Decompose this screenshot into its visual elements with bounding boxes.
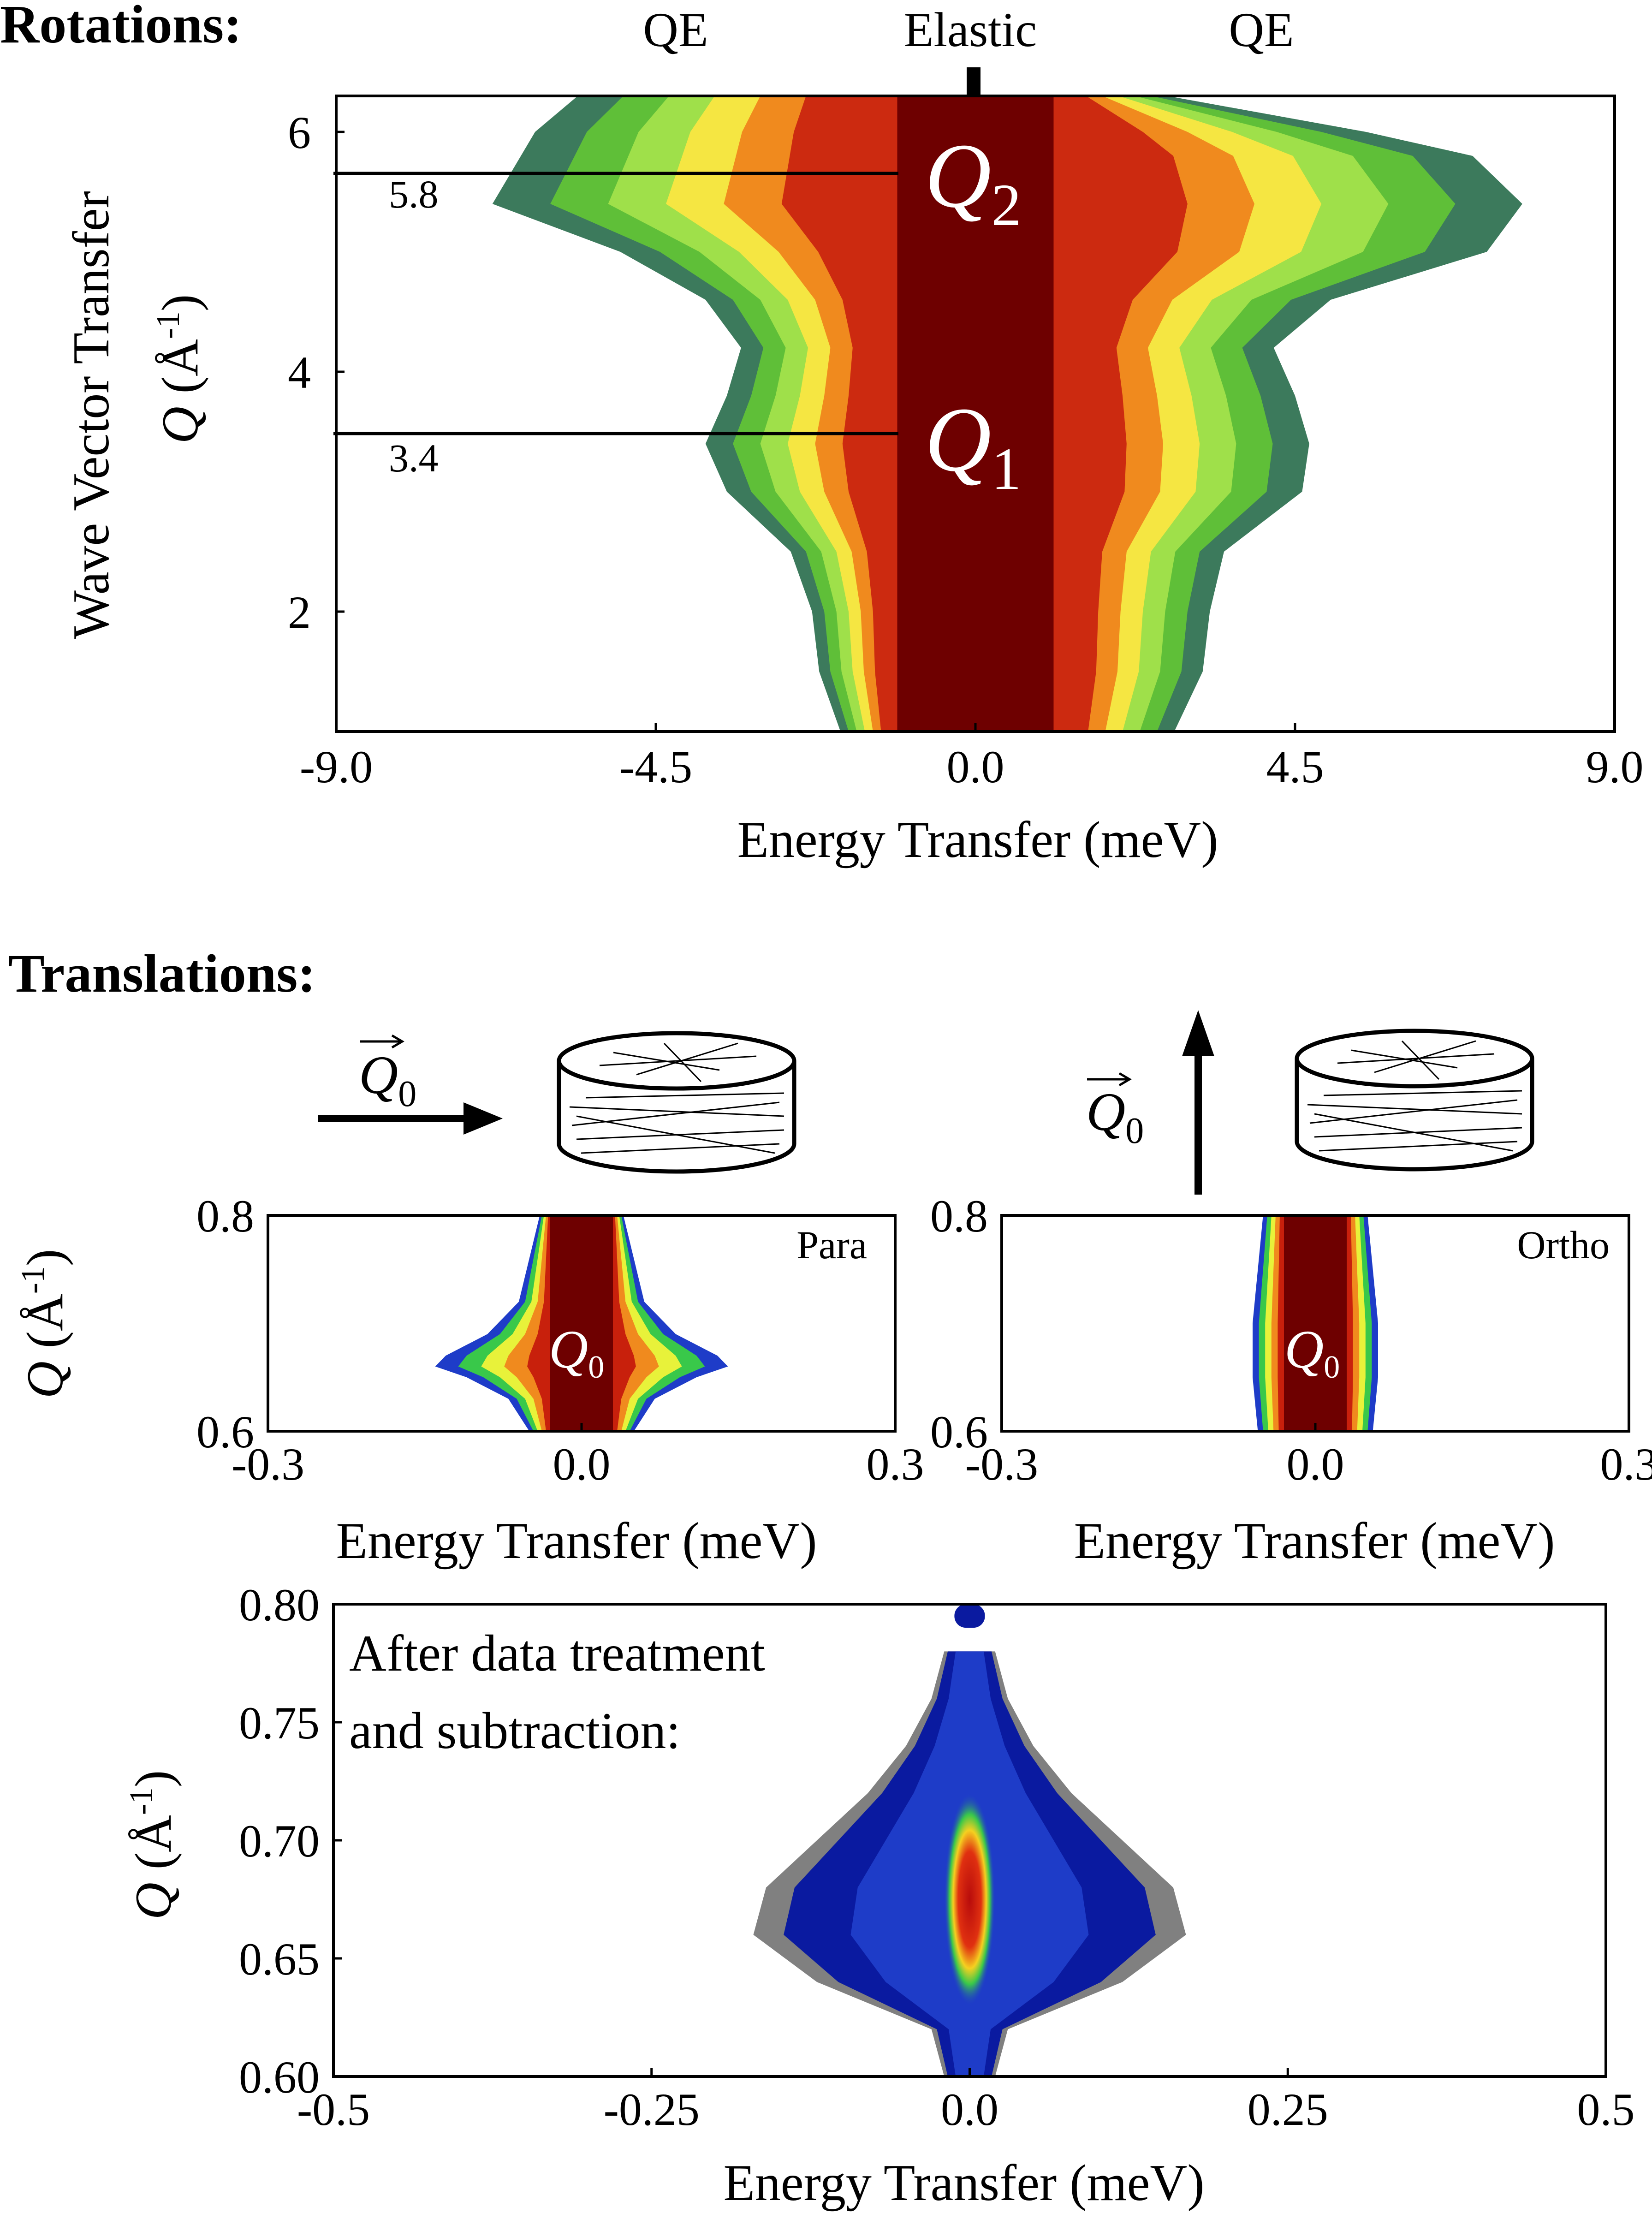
elastic-marker	[967, 67, 981, 97]
ortho-sample-cylinder-icon	[1295, 1029, 1534, 1172]
subtracted-note-line2: and subtraction:	[349, 1702, 680, 1760]
q2-value: 5.8	[389, 172, 439, 216]
y-tick-label: 0.60	[239, 2052, 320, 2103]
rotations-ylabel-unit: Q (Å-1)	[149, 294, 209, 444]
para-elastic-line	[550, 1215, 613, 1431]
rotations-heading: Rotations:	[0, 0, 242, 54]
q2-label: Q2	[925, 125, 1021, 238]
subtracted-plot	[753, 1604, 1186, 2076]
rotations-ticks: -9.0 -4.5 0.0 4.5 9.0 2 4 6	[288, 107, 1644, 792]
x-tick-label: -0.3	[232, 1439, 304, 1490]
para-schematic: Q0	[318, 1031, 796, 1174]
y-tick-label: 6	[288, 107, 311, 158]
x-tick-label: -0.5	[297, 2084, 370, 2135]
para-q0-vector-label: Q0	[359, 1045, 416, 1114]
para-arrow-head-icon	[464, 1102, 503, 1135]
label-qe-right: QE	[1229, 3, 1294, 57]
y-tick-label: 0.65	[239, 1933, 320, 1985]
y-tick-label: 2	[288, 587, 311, 638]
label-elastic: Elastic	[904, 3, 1037, 57]
ortho-schematic: Q0	[1086, 1010, 1534, 1195]
x-tick-label: 4.5	[1266, 741, 1324, 792]
rotations-xlabel: Energy Transfer (meV)	[737, 811, 1218, 869]
q1-label: Q1	[925, 389, 1021, 502]
para-ylabel: Q (Å-1)	[14, 1249, 74, 1398]
subtracted-top-blob	[954, 1604, 985, 1628]
subtracted-ticks: -0.5 -0.25 0.0 0.25 0.5 0.60 0.65 0.70 0.75 0.80	[239, 1579, 1635, 2135]
x-tick-label: 0.25	[1248, 2084, 1328, 2135]
x-tick-label: -4.5	[619, 741, 692, 792]
x-tick-label: 0.0	[553, 1439, 611, 1490]
rotations-elastic-line	[897, 96, 1054, 732]
ortho-q0-marker: Q0	[1284, 1319, 1340, 1385]
ortho-arrow-head-icon	[1182, 1010, 1214, 1056]
ortho-ticks: -0.3 0.0 0.3 0.6 0.8	[930, 1190, 1652, 1490]
x-tick-label: 0.3	[1600, 1439, 1652, 1490]
para-plot	[435, 1215, 728, 1431]
para-q0-marker: Q0	[549, 1319, 604, 1385]
x-tick-label: -0.25	[604, 2084, 700, 2135]
x-tick-label: 0.0	[947, 741, 1004, 792]
subtracted-note-line1: After data treatment	[349, 1625, 765, 1682]
y-tick-label: 0.70	[239, 1815, 320, 1867]
rotations-ylabel: Wave Vector Transfer	[63, 191, 120, 639]
ortho-q0-vector-label: Q0	[1086, 1082, 1144, 1151]
para-q0-arrow-overline	[360, 1034, 404, 1049]
y-tick-label: 0.8	[930, 1190, 988, 1242]
rotations-plot	[492, 96, 1522, 732]
label-qe-left: QE	[643, 3, 708, 57]
subtracted-ylabel: Q (Å-1)	[123, 1770, 182, 1920]
y-tick-label: 0.6	[196, 1406, 254, 1457]
para-sample-cylinder-icon	[557, 1031, 796, 1174]
ortho-q0-arrow-overline	[1087, 1072, 1132, 1087]
x-tick-label: -9.0	[300, 741, 373, 792]
ortho-inset-label: Ortho	[1517, 1223, 1610, 1267]
para-ticks: -0.3 0.0 0.3 0.6 0.8	[196, 1190, 924, 1490]
x-tick-label: 0.3	[867, 1439, 924, 1490]
q1-value: 3.4	[389, 436, 439, 480]
x-tick-label: 9.0	[1586, 741, 1644, 792]
ortho-elastic-line	[1284, 1215, 1347, 1431]
para-inset-label: Para	[796, 1223, 867, 1267]
ortho-plot	[1253, 1215, 1378, 1431]
y-tick-label: 0.8	[196, 1190, 254, 1242]
y-tick-label: 0.75	[239, 1697, 320, 1749]
subtracted-peak	[944, 1793, 995, 2006]
para-xlabel: Energy Transfer (meV)	[336, 1512, 817, 1570]
x-tick-label: -0.3	[965, 1439, 1038, 1490]
x-tick-label: 0.0	[941, 2084, 998, 2135]
y-tick-label: 0.6	[930, 1406, 988, 1457]
y-tick-label: 0.80	[239, 1579, 320, 1630]
ortho-xlabel: Energy Transfer (meV)	[1074, 1512, 1555, 1570]
x-tick-label: 0.5	[1577, 2084, 1635, 2135]
y-tick-label: 4	[288, 347, 311, 398]
x-tick-label: 0.0	[1287, 1439, 1344, 1490]
translations-heading: Translations:	[8, 943, 316, 1004]
subtracted-xlabel: Energy Transfer (meV)	[723, 2154, 1204, 2212]
